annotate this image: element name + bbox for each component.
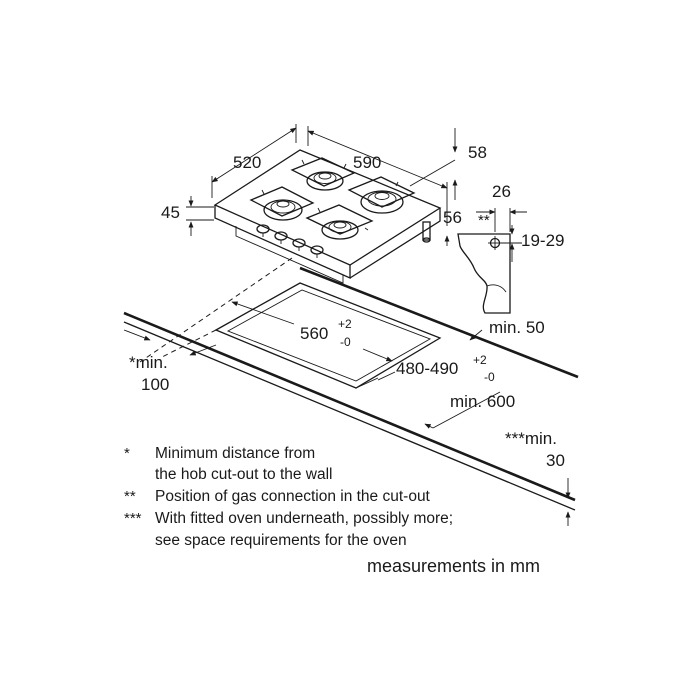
- dim-cutout-width-value: 560: [300, 324, 328, 343]
- dim-min-wall-label: *min.: [129, 353, 168, 372]
- dim-cutout-width: 560 +2 -0: [300, 317, 352, 349]
- cutout-drawing: [139, 257, 442, 389]
- projection-line-left: [139, 257, 293, 363]
- dim-cutout-width-tol-plus: +2: [338, 317, 352, 331]
- burner-front-left: [263, 199, 303, 221]
- dim-min-wall-value: 100: [141, 375, 169, 394]
- dim-min-rear: min. 50: [489, 318, 545, 337]
- dim-min-depth: min. 600: [450, 392, 515, 411]
- legend-line-3b: see space requirements for the oven: [155, 532, 407, 549]
- dim-side-offset: 56: [443, 208, 462, 227]
- control-knobs: [256, 224, 324, 258]
- cutout-outer: [214, 282, 442, 389]
- gas-connection-detail: [457, 208, 527, 314]
- dim-min-oven-value: 30: [546, 451, 565, 470]
- dim-min-oven-label: ***min.: [505, 429, 557, 448]
- cutout-dimension-lines: [123, 301, 571, 526]
- dim-gas-height: 19-29: [521, 231, 564, 250]
- worktop: [123, 266, 579, 511]
- dim-hob-depth: 520: [233, 153, 261, 172]
- hob-side-edge: [349, 208, 441, 279]
- legend-item-1: * Minimum distance from the hob cut-out …: [124, 445, 333, 483]
- cutout-inner: [226, 289, 432, 382]
- dim-gas-width: 26: [492, 182, 511, 201]
- legend: * Minimum distance from the hob cut-out …: [124, 445, 540, 576]
- dim-rear-gap: 58: [468, 143, 487, 162]
- legend-mark-2: **: [124, 488, 136, 505]
- dim-cutout-depth-tol-minus: -0: [484, 370, 495, 384]
- burner-front-right: [321, 220, 359, 240]
- dim-cutout-depth-value: 480-490: [396, 359, 458, 378]
- legend-mark-1: *: [124, 445, 130, 462]
- dim-cutout-width-tol-minus: -0: [340, 335, 351, 349]
- legend-line-3a: With fitted oven underneath, possibly mo…: [155, 510, 453, 527]
- legend-line-1a: Minimum distance from: [155, 445, 315, 462]
- dim-hob-height: 45: [161, 203, 180, 222]
- units-note: measurements in mm: [367, 556, 540, 576]
- legend-mark-3: ***: [124, 510, 142, 527]
- burner-rear-left: [306, 171, 344, 191]
- burner-rear-right: [360, 190, 404, 214]
- dim-cutout-depth: 480-490 +2 -0: [396, 353, 495, 384]
- legend-item-3: *** With fitted oven underneath, possibl…: [124, 510, 453, 549]
- gas-connection-pipe: [422, 221, 431, 243]
- dim-cutout-depth-tol-plus: +2: [473, 353, 487, 367]
- hob-dimension-lines: [186, 124, 458, 246]
- legend-line-1b: the hob cut-out to the wall: [155, 466, 333, 483]
- gas-bracket-profile: [457, 233, 511, 314]
- dim-gas-marker: **: [478, 212, 490, 229]
- legend-item-2: ** Position of gas connection in the cut…: [124, 488, 431, 505]
- dimension-labels: 520 590 58 45 56 26 ** 19-29 560 +2 -0 4…: [129, 143, 565, 470]
- hob-front-edge: [214, 205, 351, 280]
- legend-line-2a: Position of gas connection in the cut-ou…: [155, 488, 431, 505]
- dim-hob-width: 590: [353, 153, 381, 172]
